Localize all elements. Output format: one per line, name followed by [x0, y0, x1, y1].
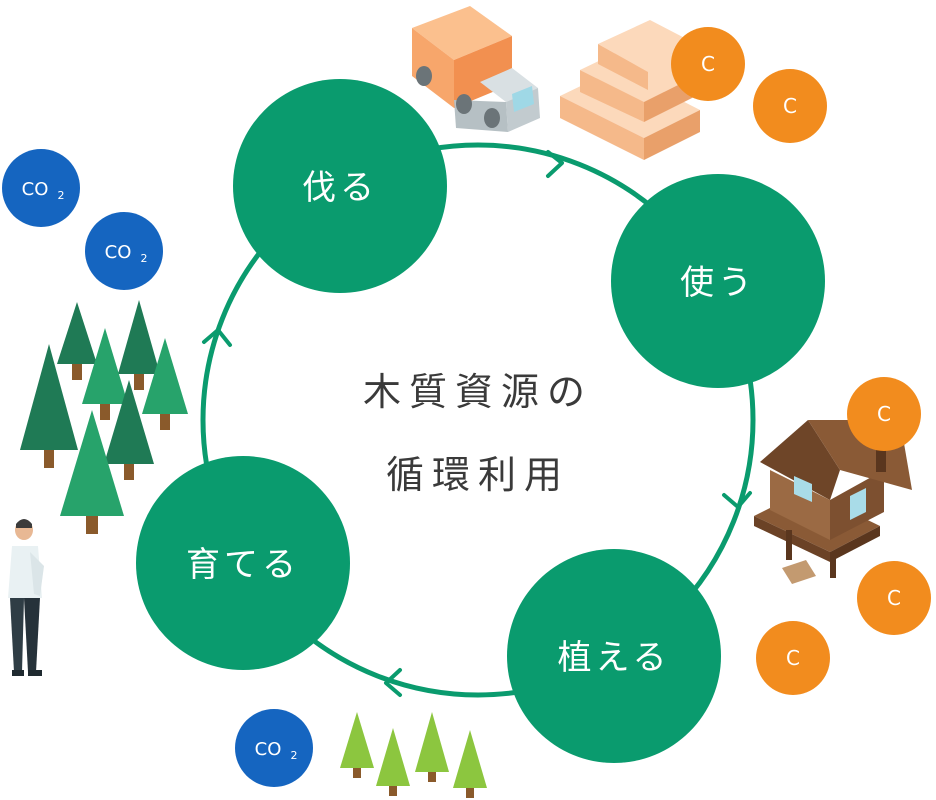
cycle-arrow-top	[546, 150, 564, 178]
cycle-arrow-bottom	[384, 668, 402, 697]
svg-text:CO: CO	[105, 242, 132, 263]
svg-text:C: C	[786, 646, 800, 670]
svg-text:2: 2	[58, 189, 65, 202]
cycle-arrow-right	[722, 491, 752, 509]
svg-text:CO: CO	[255, 739, 282, 760]
center-title-line2: 循環利用	[386, 453, 570, 497]
person-icon	[8, 519, 44, 676]
cycle-arrow-left	[202, 328, 232, 347]
carbon-badge: C	[753, 69, 827, 143]
co2-badge: CO 2	[2, 149, 80, 227]
wooden-house-icon	[754, 420, 912, 584]
carbon-badge: C	[857, 561, 931, 635]
carbon-badge: C	[756, 621, 830, 695]
sapling-icon	[340, 712, 487, 798]
center-title-line1: 木質資源の	[363, 370, 593, 414]
cycle-ring	[200, 142, 756, 698]
lumber-stack-icon	[560, 20, 700, 160]
stage-label-cut: 伐る	[302, 168, 378, 208]
svg-text:2: 2	[141, 252, 148, 265]
stage-circle-grow	[136, 456, 350, 670]
svg-text:C: C	[887, 586, 901, 610]
stage-circle-cut	[233, 79, 447, 293]
stage-circle-plant	[507, 549, 721, 763]
stage-label-plant: 植える	[558, 638, 671, 678]
svg-text:C: C	[701, 52, 715, 76]
svg-text:C: C	[877, 402, 891, 426]
forest-icon	[20, 300, 188, 534]
stage-label-use: 使う	[680, 263, 756, 303]
stage-circle-use	[611, 174, 825, 388]
svg-text:2: 2	[291, 749, 298, 762]
svg-text:C: C	[783, 94, 797, 118]
co2-badge: CO 2	[85, 212, 163, 290]
truck-icon	[412, 6, 540, 132]
carbon-badge: C	[847, 377, 921, 451]
co2-badge: CO 2	[235, 709, 313, 787]
stage-label-grow: 育てる	[186, 545, 300, 585]
carbon-badge: C	[671, 27, 745, 101]
svg-text:CO: CO	[22, 179, 49, 200]
